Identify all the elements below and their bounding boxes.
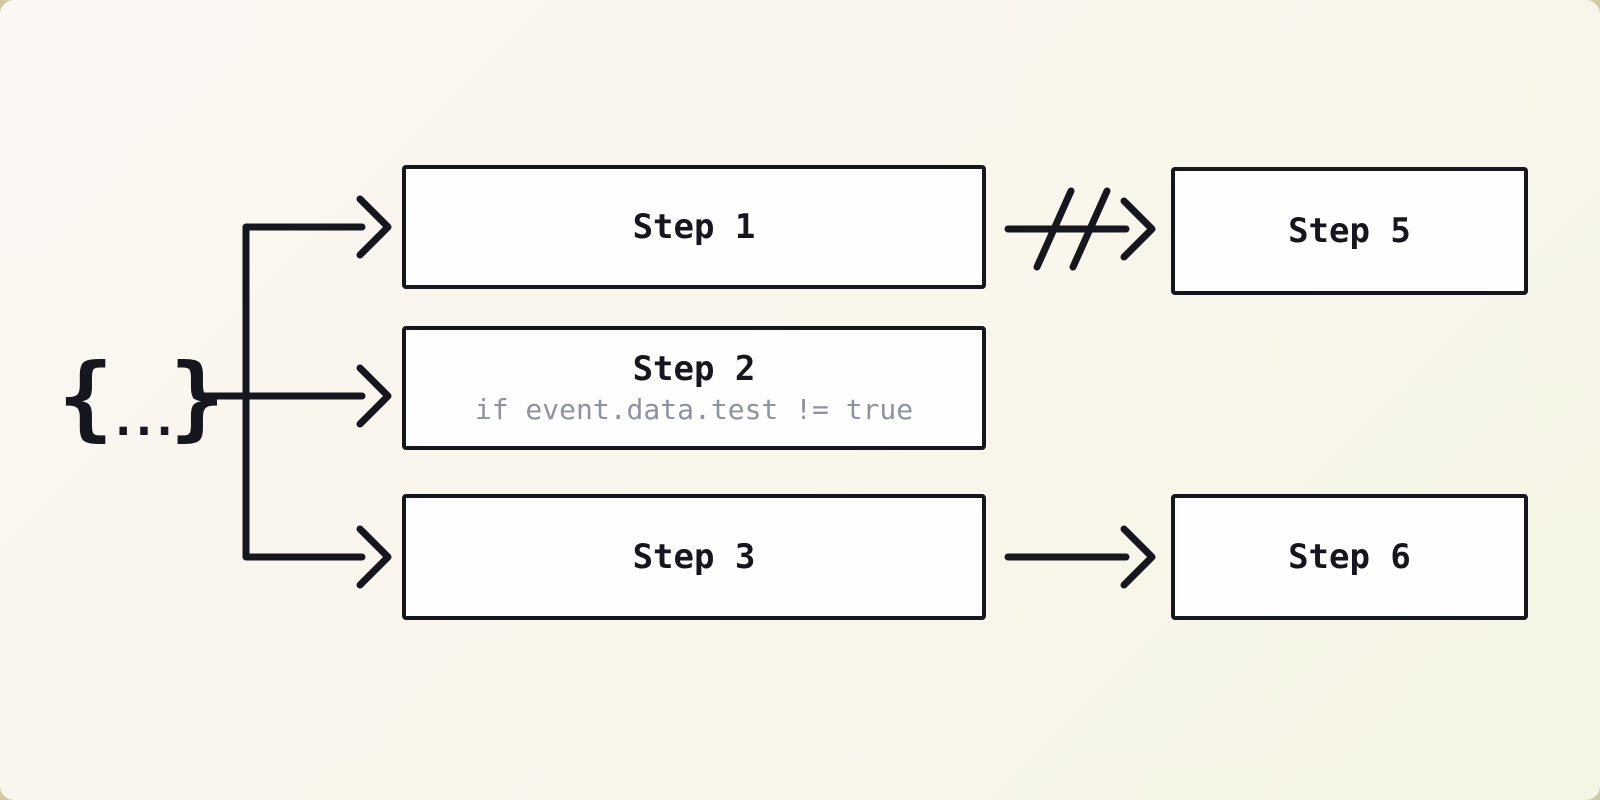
left-brace: {: [58, 344, 114, 451]
right-brace: }: [169, 344, 225, 451]
edge-step3-step6-arrowhead-icon: [1120, 525, 1156, 589]
edge-step1-step5-cancel-slash-icon: [1033, 187, 1075, 271]
event-payload-braces-icon[interactable]: { ... }: [58, 342, 225, 454]
node-label: Step 3: [632, 537, 756, 577]
node-label: Step 5: [1288, 211, 1411, 251]
edge-trigger-step2-arrowhead-icon: [356, 364, 392, 428]
edge-trigger-step3-line: [242, 392, 366, 561]
node-label: Step 1: [632, 207, 756, 247]
node-step-1[interactable]: Step 1: [402, 165, 986, 289]
node-step-2[interactable]: Step 2 if event.data.test != true: [402, 326, 986, 450]
ellipsis-dots: ...: [109, 392, 178, 446]
edge-step1-step5-arrowhead-icon: [1120, 197, 1156, 261]
edge-trigger-step1-line: [242, 223, 366, 400]
edge-step1-step5-cancel-slash-icon: [1069, 187, 1111, 271]
node-condition-expression: if event.data.test != true: [474, 393, 914, 426]
node-step-5[interactable]: Step 5: [1171, 167, 1528, 295]
node-label: Step 6: [1288, 537, 1411, 577]
edge-trigger-step1-arrowhead-icon: [356, 195, 392, 259]
node-step-6[interactable]: Step 6: [1171, 494, 1528, 620]
node-label: Step 2: [632, 349, 756, 389]
edge-trigger-step3-arrowhead-icon: [356, 525, 392, 589]
node-step-3[interactable]: Step 3: [402, 494, 986, 620]
